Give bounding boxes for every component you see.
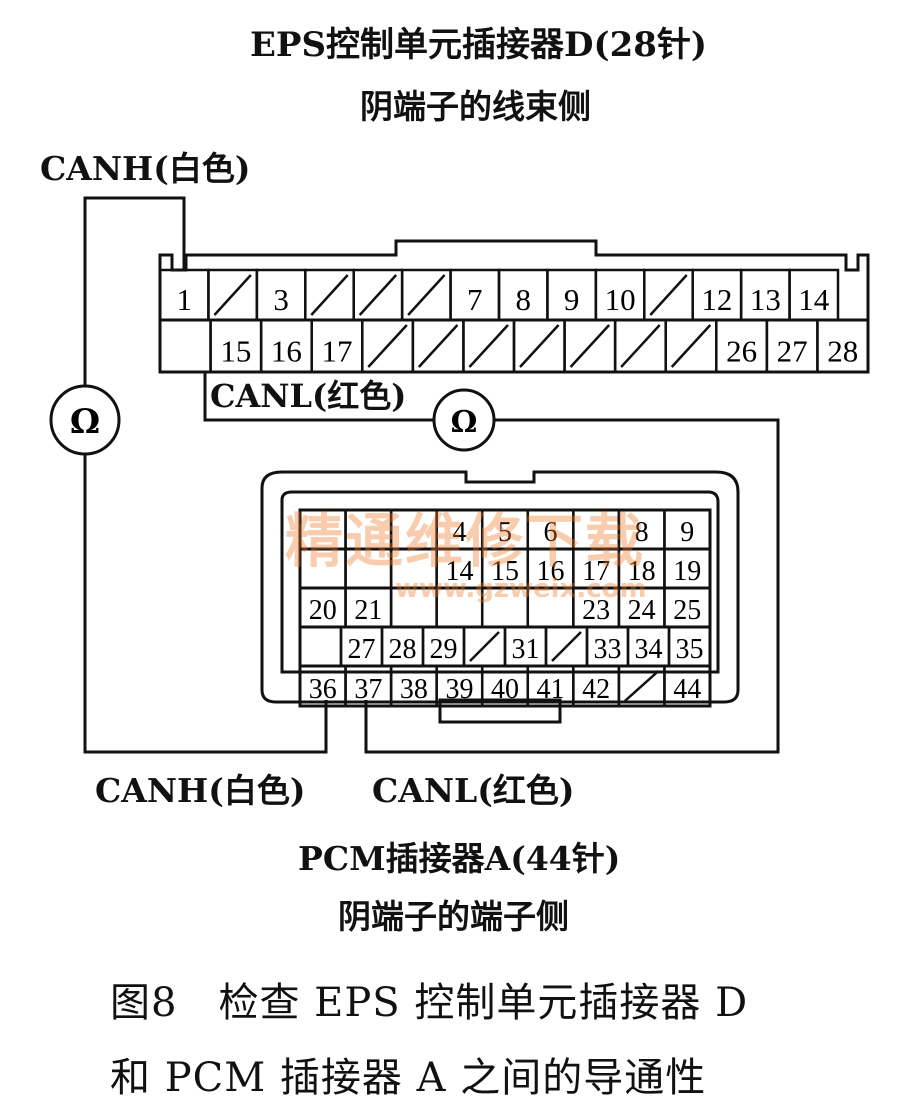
- canh-label-top: CANH(白色): [40, 149, 251, 188]
- eps-pin-blank-slash: [649, 274, 688, 316]
- pcm-pin-pin-number: 8: [635, 517, 649, 548]
- eps-connector-subtitle: 阴端子的线束侧: [360, 87, 591, 126]
- eps-pin-pin-number: 1: [176, 282, 192, 317]
- pcm-pin-pin-number: 15: [491, 556, 519, 587]
- pcm-pin-pin-number: 31: [512, 634, 540, 665]
- pcm-pin-pin-number: 42: [582, 674, 610, 705]
- pcm-connector-subtitle: 阴端子的端子侧: [338, 897, 569, 936]
- pcm-pin-blank-slash: [624, 670, 660, 702]
- pcm-pin-pin-number: 29: [430, 634, 458, 665]
- pcm-pin-pin-number: 39: [445, 674, 473, 705]
- eps-connector-title: EPS控制单元插接器D(28针): [250, 25, 708, 65]
- pcm-pin-pin-number: 17: [582, 556, 610, 587]
- pcm-pin-cell: [663, 664, 712, 708]
- watermark-url: www.gzweix.com: [395, 574, 647, 604]
- eps-pin-pin-number: 14: [798, 282, 830, 317]
- pcm-pin-pin-number: 36: [309, 674, 337, 705]
- eps-pin-blank-slash: [519, 324, 560, 368]
- pcm-pin-pin-number: 25: [673, 595, 701, 626]
- eps-pin-blank-slash: [620, 324, 661, 368]
- canh-wire-lower: [83, 455, 328, 754]
- eps-pin-pin-number: 10: [605, 282, 636, 317]
- pcm-pin-cell: [298, 625, 343, 668]
- pcm-pin-blank-slash: [469, 631, 500, 662]
- canl-label-bottom: CANL(红色): [372, 771, 575, 810]
- pcm-pin-pin-number: 9: [680, 517, 694, 548]
- eps-pin-cell: [158, 318, 212, 374]
- canl-wire-right: [364, 418, 780, 754]
- pcm-pin-pin-number: 23: [582, 595, 610, 626]
- eps-pin-pin-number: 17: [322, 334, 353, 369]
- pcm-row: 27 28 29 31 33 34 35: [298, 625, 712, 668]
- pcm-pin-pin-number: 33: [594, 634, 622, 665]
- pcm-pin-pin-number: 41: [537, 674, 565, 705]
- figure-caption-line2: 和 PCM 插接器 A 之间的导通性: [110, 1055, 707, 1101]
- pcm-pin-pin-number: 5: [498, 517, 512, 548]
- pcm-pin-pin-number: 14: [445, 556, 473, 587]
- pcm-pin-pin-number: 18: [628, 556, 656, 587]
- pcm-pin-pin-number: 35: [676, 634, 704, 665]
- pcm-connector-shell: [260, 470, 740, 704]
- pcm-pin-pin-number: 4: [452, 517, 466, 548]
- eps-pin-blank-slash: [358, 274, 398, 316]
- ohm-symbol-left: Ω: [70, 402, 100, 442]
- canh-wire: [83, 196, 186, 385]
- watermark-text: 精通维修下载: [285, 507, 646, 575]
- pcm-connector-title: PCM插接器A(44针): [298, 839, 621, 878]
- eps-pin-blank-slash: [417, 324, 459, 368]
- eps-pin-pin-number: 15: [220, 334, 251, 369]
- pcm-pin-pin-number: 19: [673, 556, 701, 587]
- ohm-symbol-right: Ω: [451, 405, 478, 440]
- pcm-pin-pin-number: 34: [635, 634, 663, 665]
- pcm-pin-pin-number: 20: [309, 595, 337, 626]
- pcm-pin-pin-number: 6: [544, 517, 558, 548]
- pcm-pin-pin-number: 37: [354, 674, 382, 705]
- pcm-pin-pin-number: 16: [537, 556, 565, 587]
- eps-pin-pin-number: 26: [726, 334, 757, 369]
- eps-pin-pin-number: 8: [515, 282, 531, 317]
- eps-pin-blank-slash: [367, 324, 408, 368]
- eps-pin-pin-number: 28: [827, 334, 858, 369]
- canl-label-mid: CANL(红色): [210, 377, 407, 415]
- pcm-row: 36 37 38 39 40 41 42 44: [298, 664, 712, 708]
- eps-pin-cell: [816, 318, 870, 374]
- pcm-pin-pin-number: 38: [400, 674, 428, 705]
- eps-pin-pin-number: 9: [564, 282, 580, 317]
- eps-pin-pin-number: 16: [271, 334, 302, 369]
- pcm-row: 20 21 23 24 25: [298, 586, 712, 629]
- eps-pin-blank-slash: [407, 274, 446, 316]
- eps-pin-pin-number: 27: [777, 334, 808, 369]
- eps-pin-blank-slash: [468, 324, 509, 368]
- eps-pin-blank-slash: [213, 274, 252, 316]
- pcm-pin-pin-number: 44: [673, 674, 701, 705]
- eps-pin-pin-number: 13: [750, 282, 781, 317]
- ohmmeter-right: Ω: [432, 388, 496, 452]
- pcm-pin-pin-number: 40: [491, 674, 519, 705]
- eps-pin-pin-number: 7: [467, 282, 483, 317]
- eps-row-2: 15 16 17 26 27 28: [158, 318, 870, 374]
- eps-pin-pin-number: 12: [701, 282, 732, 317]
- ohmmeter-left: Ω: [49, 384, 121, 456]
- eps-pin-blank-slash: [569, 324, 611, 368]
- eps-pin-blank-slash: [670, 324, 712, 368]
- eps-pin-blank-slash: [310, 274, 349, 316]
- figure-caption-line1: 图8 检查 EPS 控制单元插接器 D: [110, 980, 749, 1026]
- pcm-pin-pin-number: 24: [628, 595, 656, 626]
- pcm-pin-blank-slash: [551, 631, 582, 662]
- eps-pin-pin-number: 3: [273, 282, 289, 317]
- canl-wire: [203, 372, 434, 422]
- pcm-pin-pin-number: 27: [348, 634, 376, 665]
- pcm-pin-pin-number: 21: [354, 595, 382, 626]
- canh-label-bottom: CANH(白色): [95, 771, 306, 810]
- pcm-pin-pin-number: 28: [389, 634, 417, 665]
